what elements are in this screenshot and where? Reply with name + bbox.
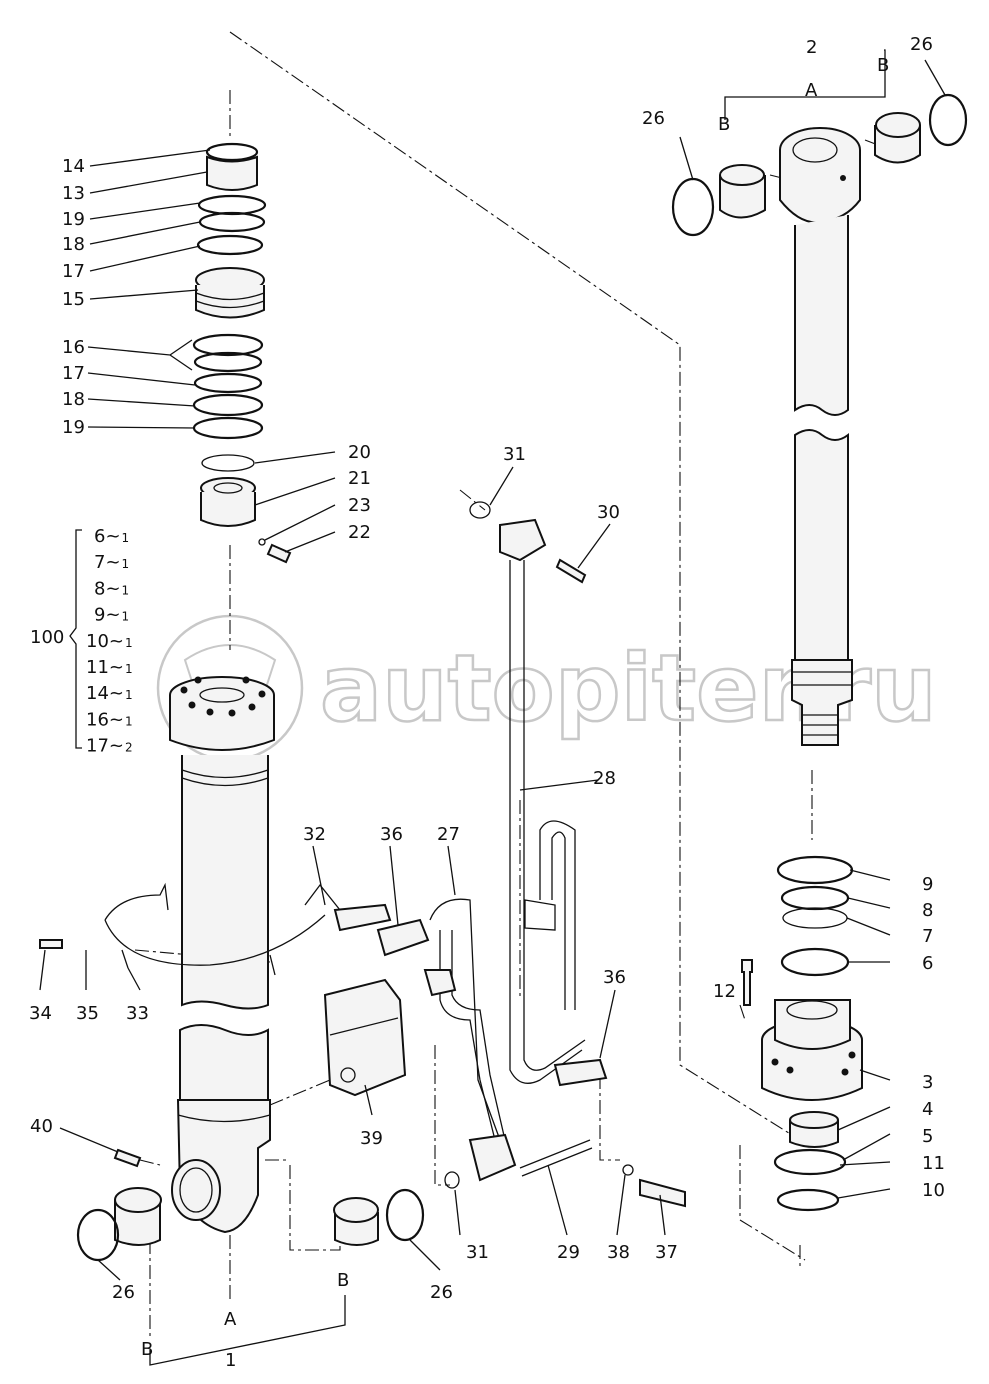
letter-b-right-1: B xyxy=(718,114,730,135)
kit-item-10: 10~1 xyxy=(86,631,133,652)
label-26a: 26 xyxy=(112,1282,135,1303)
kit-item-8: 8~1 xyxy=(94,578,129,599)
part-labels: 14 13 19 18 17 15 16 17 18 19 20 21 23 2… xyxy=(29,34,945,1371)
label-20: 20 xyxy=(348,442,371,463)
label-26b: 26 xyxy=(430,1282,453,1303)
pipe-clamp xyxy=(39,882,392,976)
piping-and-valve xyxy=(323,501,686,1208)
label-7: 7 xyxy=(922,926,933,947)
label-18b: 18 xyxy=(62,389,85,410)
label-100: 100 xyxy=(30,627,64,648)
label-30: 30 xyxy=(597,502,620,523)
label-9: 9 xyxy=(922,874,933,895)
label-19b: 19 xyxy=(62,417,85,438)
label-36: 36 xyxy=(380,824,403,845)
label-31: 31 xyxy=(503,444,526,465)
label-34: 34 xyxy=(29,1003,52,1024)
letter-b-right-2: B xyxy=(877,55,889,76)
kit-item-6: 6~1 xyxy=(94,526,129,547)
label-10: 10 xyxy=(922,1180,945,1201)
label-31b: 31 xyxy=(466,1242,489,1263)
kit-item-14: 14~1 xyxy=(86,683,133,704)
label-16: 16 xyxy=(62,337,85,358)
label-39: 39 xyxy=(360,1128,383,1149)
cylinder-tube-assembly xyxy=(76,142,425,1262)
kit-100-list: 6~1 7~1 8~1 9~1 10~1 11~1 14~1 16~1 17~2 xyxy=(86,526,133,757)
label-17: 17 xyxy=(62,261,85,282)
letter-b-left-2: B xyxy=(337,1270,349,1291)
kit-item-16: 16~1 xyxy=(86,709,133,730)
label-13: 13 xyxy=(62,183,85,204)
label-3: 3 xyxy=(922,1072,933,1093)
kit-item-7: 7~1 xyxy=(94,552,129,573)
label-11: 11 xyxy=(922,1153,945,1174)
label-40: 40 xyxy=(30,1116,53,1137)
label-8: 8 xyxy=(922,900,933,921)
label-33: 33 xyxy=(126,1003,149,1024)
kit-item-17: 17~2 xyxy=(86,736,133,757)
label-1: 1 xyxy=(225,1350,236,1371)
piston-rod-assembly xyxy=(671,93,968,1212)
label-22: 22 xyxy=(348,522,371,543)
label-38: 38 xyxy=(607,1242,630,1263)
label-29: 29 xyxy=(557,1242,580,1263)
kit-brace xyxy=(69,529,82,749)
label-14: 14 xyxy=(62,156,85,177)
letter-b-left-1: B xyxy=(141,1339,153,1360)
letter-a-left: A xyxy=(224,1309,237,1330)
label-12: 12 xyxy=(713,981,736,1002)
label-18: 18 xyxy=(62,234,85,255)
label-37: 37 xyxy=(655,1242,678,1263)
label-2: 2 xyxy=(806,37,817,58)
label-21: 21 xyxy=(348,468,371,489)
kit-item-11: 11~1 xyxy=(86,657,133,678)
label-5: 5 xyxy=(922,1126,933,1147)
label-28: 28 xyxy=(593,768,616,789)
letter-a-right: A xyxy=(805,80,818,101)
label-26d: 26 xyxy=(910,34,933,55)
label-19: 19 xyxy=(62,209,85,230)
label-27: 27 xyxy=(437,824,460,845)
leader-lines xyxy=(39,59,946,1281)
label-4: 4 xyxy=(922,1099,933,1120)
label-32: 32 xyxy=(303,824,326,845)
label-36b: 36 xyxy=(603,967,626,988)
label-15: 15 xyxy=(62,289,85,310)
label-17b: 17 xyxy=(62,363,85,384)
label-26c: 26 xyxy=(642,108,665,129)
label-23: 23 xyxy=(348,495,371,516)
position-letters: A B B A B B xyxy=(141,55,889,1360)
kit-item-9: 9~1 xyxy=(94,605,129,626)
label-6: 6 xyxy=(922,953,933,974)
label-35: 35 xyxy=(76,1003,99,1024)
